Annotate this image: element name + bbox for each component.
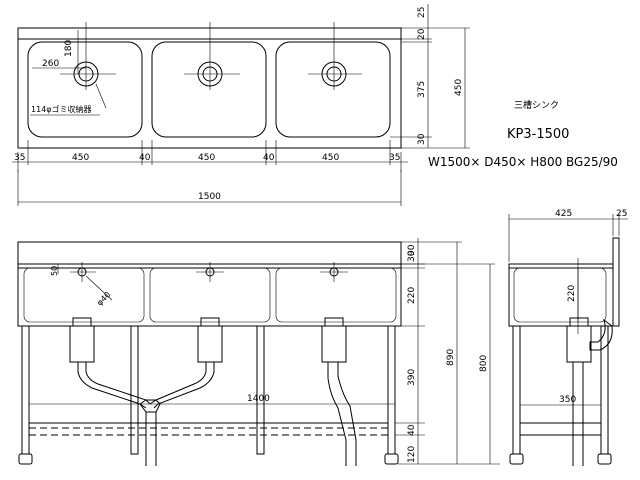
svg-text:390: 390 xyxy=(407,369,417,386)
top-width-dims: 35 450 40 450 40 450 35 1500 xyxy=(12,140,408,206)
svg-text:φ40: φ40 xyxy=(95,290,112,307)
overflow-pipe-side xyxy=(589,318,613,351)
undershelf-side xyxy=(519,422,602,436)
svg-text:35: 35 xyxy=(389,153,400,163)
svg-text:20: 20 xyxy=(417,28,427,40)
leg-front-mid-1 xyxy=(130,325,139,455)
spec-line: W1500× D450× H800 BG25/90 xyxy=(428,155,618,169)
overall-depth: 450 xyxy=(454,79,464,96)
product-name: 三槽シンク xyxy=(514,99,559,111)
sink-body-front xyxy=(17,263,402,327)
leg-front-left xyxy=(21,325,30,455)
svg-text:220: 220 xyxy=(407,287,417,304)
drain-y-dim: 180 xyxy=(64,40,74,57)
backguard-side xyxy=(612,237,620,327)
overall-height: 890 xyxy=(446,349,456,366)
leg-front-right xyxy=(387,325,396,455)
svg-text:35: 35 xyxy=(14,153,25,163)
trap-1 xyxy=(69,325,95,363)
svg-text:30: 30 xyxy=(417,133,427,145)
side-bg: 25 xyxy=(616,209,627,219)
svg-text:375: 375 xyxy=(417,81,427,98)
side-bowl-depth: 220 xyxy=(567,285,577,302)
leg-front-mid-2 xyxy=(256,325,265,455)
leg-side-left xyxy=(512,325,521,455)
svg-text:450: 450 xyxy=(322,153,339,163)
svg-text:25: 25 xyxy=(417,7,427,18)
side-depth: 425 xyxy=(555,209,572,219)
bowl-2-top xyxy=(151,41,267,138)
height-800: 800 xyxy=(479,355,489,372)
title-block: 三槽シンク KP3-1500 W1500× D450× H800 BG25/90 xyxy=(428,99,618,169)
svg-text:40: 40 xyxy=(263,153,275,163)
trap-3 xyxy=(321,325,347,363)
top-depth-dims: 25 20 375 30 450 xyxy=(390,4,470,149)
front-view: 50 φ40 1400 xyxy=(17,238,500,466)
svg-text:450: 450 xyxy=(72,153,89,163)
side-view: 425 25 220 350 xyxy=(508,209,628,466)
svg-text:90: 90 xyxy=(407,244,417,256)
sink-body-side xyxy=(508,263,614,327)
backguard-front xyxy=(17,241,402,265)
svg-text:120: 120 xyxy=(407,446,417,463)
bowl-1-top xyxy=(27,41,143,138)
drain-label: 114φゴミ収納器 xyxy=(31,104,92,114)
bowl-3-top xyxy=(275,41,391,138)
top-view: 260 180 114φゴミ収納器 35 450 40 450 40 450 3… xyxy=(12,4,470,206)
sink-outline-top xyxy=(17,27,402,149)
trap-side xyxy=(566,325,592,363)
overall-width: 1500 xyxy=(198,192,221,202)
svg-text:50: 50 xyxy=(50,266,59,276)
trap-2 xyxy=(197,325,223,363)
svg-text:30: 30 xyxy=(407,250,417,262)
front-height-dims: 30 90 220 390 40 120 890 800 xyxy=(395,238,500,465)
svg-text:40: 40 xyxy=(407,424,417,436)
drain-x-dim: 260 xyxy=(42,59,59,69)
side-leg-span: 350 xyxy=(559,395,576,405)
svg-text:40: 40 xyxy=(139,153,151,163)
svg-text:450: 450 xyxy=(198,153,215,163)
model-number: KP3-1500 xyxy=(507,127,569,142)
leg-span-dim: 1400 xyxy=(247,394,270,404)
